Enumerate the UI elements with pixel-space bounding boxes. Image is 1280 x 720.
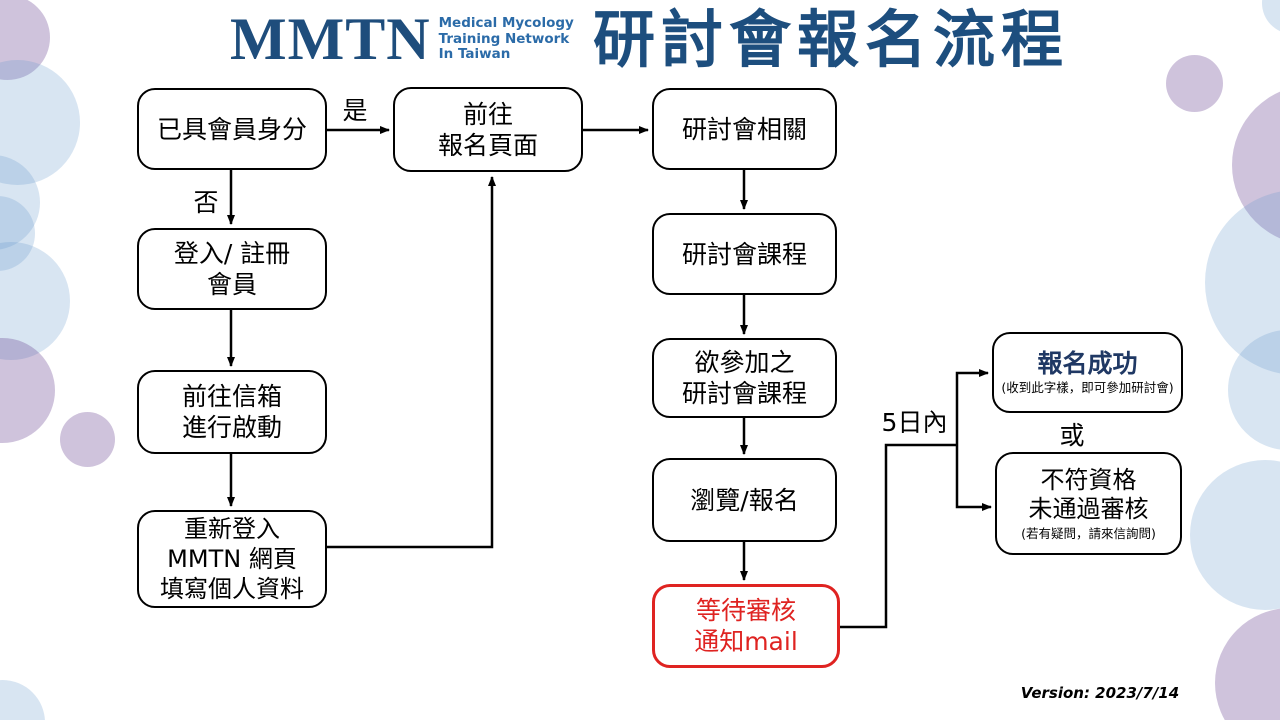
edge-label-within-days: 5日內 xyxy=(881,408,948,437)
mmtn-logo: MMTN Medical Mycology Training Network I… xyxy=(230,6,574,72)
bg-circle xyxy=(1190,460,1280,610)
bg-circle xyxy=(1262,0,1280,34)
flow-box-label: 登入/ 註冊 會員 xyxy=(173,239,291,299)
flow-box-seminar-related: 研討會相關 xyxy=(652,88,837,170)
bg-circle xyxy=(0,338,55,443)
flow-box-browse-register: 瀏覽/報名 xyxy=(652,458,837,542)
flow-box-login-register: 登入/ 註冊 會員 xyxy=(137,228,327,310)
success-title: 報名成功 xyxy=(1037,348,1138,378)
flow-box-seminar-course: 研討會課程 xyxy=(652,213,837,295)
flow-box-label: 前往 報名頁面 xyxy=(437,99,538,160)
success-note: (收到此字樣，即可參加研討會) xyxy=(1001,379,1174,395)
flow-box-fail: 不符資格 未通過審核 (若有疑問，請來信詢問) xyxy=(995,452,1182,555)
fail-note: (若有疑問，請來信詢問) xyxy=(1021,525,1156,541)
edge-label-yes: 是 xyxy=(342,96,368,125)
flow-box-member-check: 已具會員身分 xyxy=(137,88,327,170)
bg-circle xyxy=(1215,608,1280,720)
flow-box-go-register-page: 前往 報名頁面 xyxy=(393,87,583,172)
flow-box-label: 重新登入 MMTN 網頁 填寫個人資料 xyxy=(160,515,304,603)
edge-label-no: 否 xyxy=(193,188,219,217)
bg-circle xyxy=(0,680,45,720)
flow-box-label: 前往信箱 進行啟動 xyxy=(181,382,282,442)
flow-box-desired-course: 欲參加之 研討會課程 xyxy=(652,338,837,418)
page-title: 研討會報名流程 xyxy=(593,3,1070,76)
bg-circle xyxy=(1166,55,1223,112)
flow-box-label: 欲參加之 研討會課程 xyxy=(681,348,807,408)
flow-box-mailbox-activate: 前往信箱 進行啟動 xyxy=(137,370,327,454)
flow-box-success: 報名成功 (收到此字樣，即可參加研討會) xyxy=(992,332,1183,413)
flow-box-label: 研討會相關 xyxy=(681,114,807,144)
flow-box-label: 瀏覽/報名 xyxy=(690,485,799,515)
fail-title: 不符資格 未通過審核 xyxy=(1028,465,1149,523)
flow-box-label: 等待審核 通知mail xyxy=(694,596,798,656)
flow-box-wait-review: 等待審核 通知mail xyxy=(652,584,840,668)
edge-label-or: 或 xyxy=(1059,421,1085,450)
flow-box-label: 已具會員身分 xyxy=(156,114,307,144)
flow-box-relogin-fill: 重新登入 MMTN 網頁 填寫個人資料 xyxy=(137,510,327,608)
bg-circle xyxy=(60,412,115,467)
mmtn-logo-text: MMTN xyxy=(230,6,431,72)
flow-box-label: 研討會課程 xyxy=(681,239,807,269)
version-text: Version: 2023/7/14 xyxy=(1020,684,1180,702)
mmtn-logo-subtext: Medical Mycology Training Network In Tai… xyxy=(438,15,574,62)
